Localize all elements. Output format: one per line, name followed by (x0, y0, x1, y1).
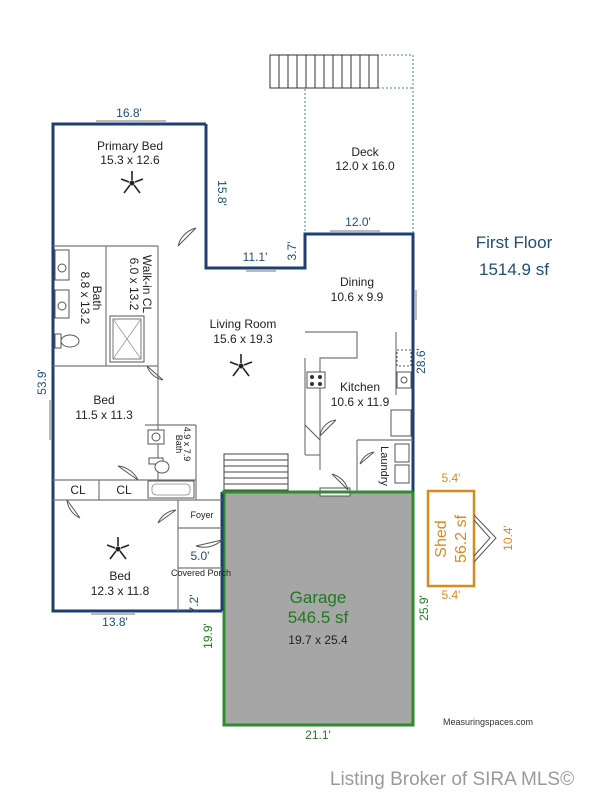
dimension-label: 21.1' (305, 728, 331, 742)
shed-label: Shed (433, 520, 450, 557)
room-kitchen-label: Kitchen (340, 380, 380, 394)
dimension-label: 5.4' (442, 588, 461, 602)
room-bath1-size: 8.8 x 13.2 (78, 272, 92, 325)
garage-label: Garage (290, 588, 347, 607)
dimension-label: 3.7' (285, 242, 299, 261)
deck-stairs (269, 54, 379, 89)
room-closet-label: CL (116, 483, 132, 497)
room-walkin-label: Walk-in CL (140, 255, 154, 314)
garage-area-label: 546.5 sf (288, 608, 349, 627)
room-closet-label: CL (70, 483, 86, 497)
dimension-label: 25.9' (417, 595, 431, 621)
room-dining-size: 10.6 x 9.9 (331, 290, 384, 304)
dimension-label: 11.1' (243, 250, 268, 264)
room-living-size: 15.6 x 19.3 (213, 332, 273, 346)
floor-title: First Floor (476, 233, 553, 252)
broker-watermark: Listing Broker of SIRA MLS© (330, 769, 574, 790)
floor-area: 1514.9 sf (479, 260, 549, 279)
room-deck-size: 12.0 x 16.0 (335, 159, 395, 173)
bath1-fixtures (54, 249, 145, 363)
dimension-label: 12.0' (345, 215, 371, 229)
dimension-label: 53.9' (35, 369, 49, 395)
kitchen-fixtures (306, 349, 412, 484)
room-kitchen-size: 10.6 x 11.9 (331, 395, 390, 409)
room-bed3-label: Bed (109, 569, 130, 583)
room-dining-label: Dining (340, 275, 374, 289)
room-foyer-label: Foyer (190, 510, 213, 520)
measure-credit: Measuringspaces.com (443, 717, 533, 727)
garage-size: 19.7 x 25.4 (288, 633, 348, 647)
dimension-label: 28.6' (414, 348, 428, 374)
garage-area (222, 490, 415, 727)
exterior-walls (51, 122, 415, 613)
dimension-label: 7.2' (187, 595, 201, 614)
room-primary-bed-label: Primary Bed (97, 139, 163, 153)
dimension-label: 16.8' (116, 106, 142, 120)
room-bath1-label: Bath (90, 286, 104, 311)
dimension-label: 13.8' (102, 615, 128, 629)
interior-stairs (223, 453, 289, 491)
bath2-fixtures (147, 429, 195, 499)
shed (426, 489, 497, 588)
dimension-label: 10.4' (501, 525, 515, 551)
dimension-label: 15.8' (215, 180, 229, 206)
room-bed2-size: 11.5 x 11.3 (75, 408, 133, 422)
room-bed2-label: Bed (93, 393, 114, 407)
room-porch-label: Covered Porch (171, 568, 231, 578)
room-bath2-size: 4.9 x 7.9 (182, 427, 192, 462)
room-laundry-label: Laundry (378, 446, 390, 486)
ceiling-fan-icon (229, 354, 253, 377)
room-walkin-size: 6.0 x 13.2 (127, 258, 141, 311)
room-living-label: Living Room (210, 317, 277, 331)
windows (49, 120, 417, 615)
deck (269, 54, 414, 236)
door-swings (66, 227, 375, 548)
ceiling-fan-icon (106, 537, 130, 560)
dimension-label: 5.4' (442, 471, 461, 485)
room-bed3-size: 12.3 x 11.8 (91, 584, 150, 598)
shed-area-label: 56.2 sf (453, 514, 470, 563)
room-deck-label: Deck (351, 145, 379, 159)
room-bath2-label: Bath (174, 435, 184, 454)
room-primary-bed-size: 15.3 x 12.6 (100, 153, 160, 167)
dimension-label: 5.0' (191, 549, 210, 563)
dimension-label: 19.9' (201, 623, 215, 649)
ceiling-fan-icon (120, 171, 144, 194)
